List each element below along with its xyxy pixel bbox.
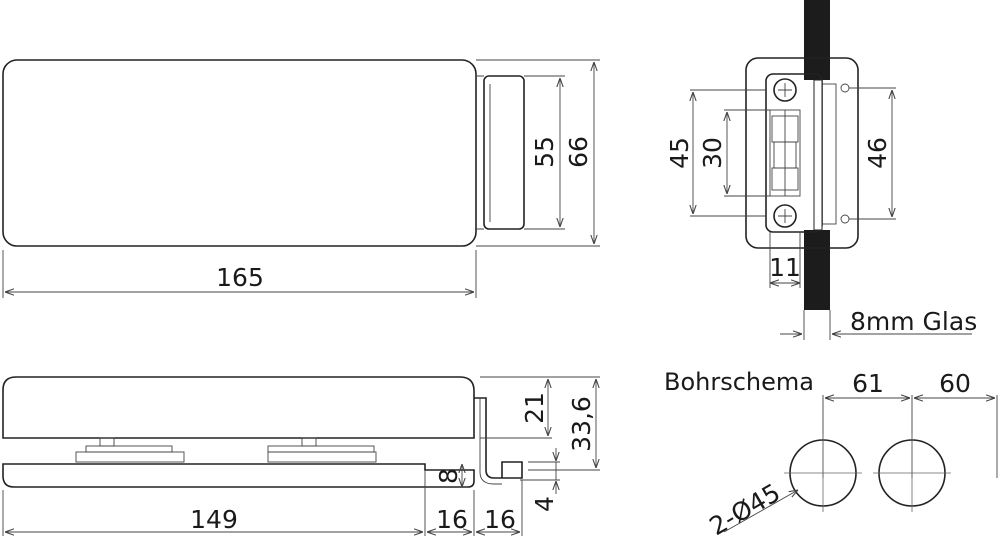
dim-spacing-60: 60 (939, 369, 971, 398)
dim-holes-2x45: 2-Ø45 (705, 478, 786, 540)
glass-pane-upper (804, 0, 830, 80)
dim-offset-11: 11 (769, 253, 801, 282)
screw-icon (773, 78, 797, 102)
drilling-scheme: Bohrschema 61 60 2-Ø45 (664, 368, 998, 540)
bracket-profile (474, 397, 523, 479)
drilling-scheme-title: Bohrschema (664, 368, 814, 396)
dim-total-33-6: 33,6 (567, 396, 596, 452)
drill-hole-left (784, 434, 862, 512)
dim-spacing-61: 61 (852, 369, 884, 398)
clamp-tongue (483, 75, 525, 230)
front-view: 21 33,6 8 4 149 16 16 (2, 376, 600, 536)
glass-pane-lower (804, 230, 830, 310)
dim-step-16-a: 16 (436, 505, 468, 534)
dim-plate-8: 8 (434, 468, 463, 484)
dim-height-55: 55 (530, 136, 559, 168)
upper-plate (2, 376, 475, 439)
side-plate-outer (745, 57, 859, 249)
side-view: 45 30 46 11 8mm Glas (665, 0, 977, 340)
dim-height-46: 46 (863, 137, 892, 169)
dim-length-149: 149 (190, 505, 238, 534)
dim-base-4: 4 (530, 496, 559, 512)
top-view: 165 55 66 (2, 59, 600, 298)
glass-thickness-label: 8mm Glas (850, 307, 977, 336)
lower-plate (2, 463, 475, 488)
dim-slot-30: 30 (698, 137, 727, 169)
clamp-body-outline (2, 59, 477, 247)
dim-length-165: 165 (216, 263, 264, 292)
dim-step-16-b: 16 (484, 505, 516, 534)
hinge-mechanism (769, 109, 801, 197)
dim-upper-21: 21 (520, 392, 549, 424)
dim-height-66: 66 (564, 136, 593, 168)
dim-hole-span-45: 45 (665, 137, 694, 169)
screw-icon (773, 204, 797, 228)
drill-hole-right (873, 434, 951, 512)
